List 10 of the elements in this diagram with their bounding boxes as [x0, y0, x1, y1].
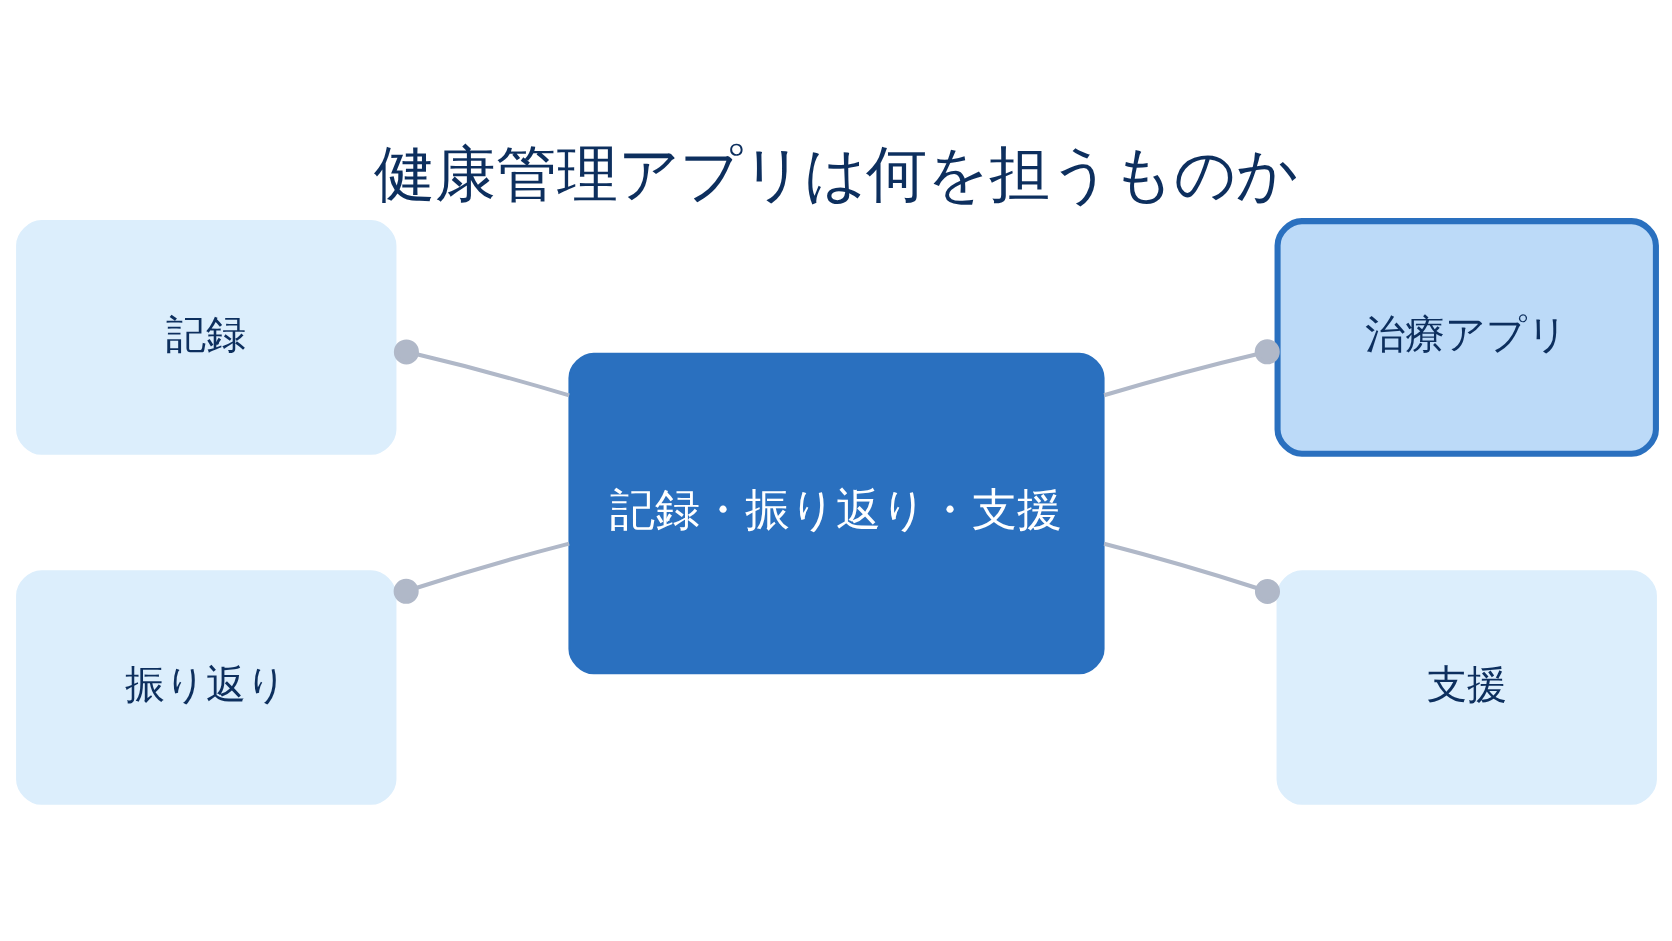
node-box: 振り返り: [15, 569, 396, 805]
node-box: 記録・振り返り・支援: [567, 352, 1105, 674]
connector: [393, 541, 570, 604]
node-box: 支援: [1276, 569, 1657, 805]
connector: [1103, 338, 1280, 397]
connector: [1103, 541, 1280, 604]
node-box: 治療アプリ: [1274, 217, 1659, 457]
connector: [393, 338, 570, 397]
node-box: 記録: [15, 219, 396, 455]
diagram-title: 健康管理アプリは何を担うものか: [374, 138, 1298, 209]
